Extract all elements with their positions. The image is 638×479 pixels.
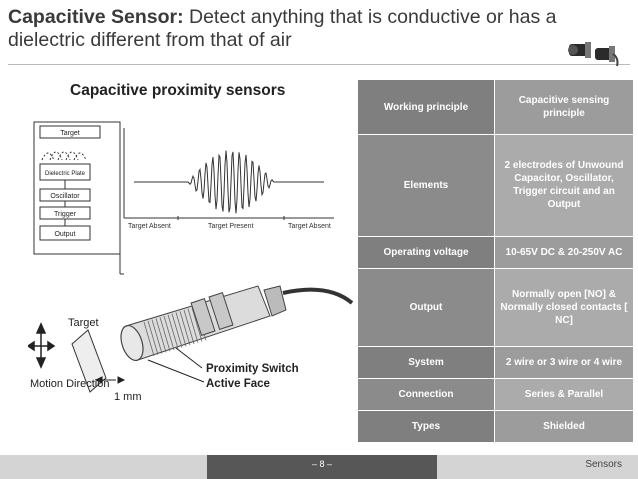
spec-value: Normally open [NO] & Normally closed con… — [494, 267, 634, 347]
gap-marker — [94, 376, 126, 384]
waveform-label-absent-2: Target Absent — [288, 223, 331, 230]
slide-title: Capacitive Sensor: Detect anything that … — [8, 6, 608, 52]
footer-section-label: Sensors — [585, 459, 622, 470]
page-number: – 8 – — [311, 459, 333, 469]
thread-line — [147, 320, 159, 355]
thread-line — [159, 317, 171, 352]
waveform-plot — [123, 128, 334, 220]
block-diagram — [33, 121, 124, 275]
thread-line — [151, 319, 163, 354]
spec-value: 10-65V DC & 20-250V AC — [494, 235, 634, 269]
spec-value: Series & Parallel — [494, 377, 634, 411]
spec-value: 2 wire or 3 wire or 4 wire — [494, 345, 634, 379]
spec-key: Connection — [357, 377, 495, 411]
target-plate — [71, 329, 107, 393]
spec-value: 2 electrodes of Unwound Capacitor, Oscil… — [494, 134, 634, 237]
title-divider — [8, 64, 630, 65]
block-label-output: Output — [54, 231, 75, 238]
thread-line — [167, 314, 179, 349]
sensor-photo-icon — [568, 42, 619, 67]
spec-key: Elements — [357, 134, 495, 237]
block-label-target: Target — [60, 130, 80, 137]
spec-value: Capacitive sensing principle — [494, 78, 634, 136]
capacitive-sensor-diagram: Target Dielectric Plate Oscillator Trigg… — [28, 121, 353, 403]
spec-key: Operating voltage — [357, 235, 495, 269]
spec-key: Output — [357, 267, 495, 347]
label-motion-direction: Motion Direction — [30, 378, 109, 390]
slide-title-lead: Capacitive Sensor: — [8, 6, 184, 28]
label-proximity-switch: Proximity Switch — [206, 363, 299, 375]
slide-title-rest: Detect anything that is conductive or ha… — [8, 6, 557, 51]
thread-line — [179, 311, 191, 346]
thread-line — [183, 309, 195, 345]
spec-key: System — [357, 345, 495, 379]
motion-arrow-icon — [28, 322, 56, 369]
block-label-trigger: Trigger — [54, 211, 77, 218]
thread-line — [175, 312, 187, 347]
label-active-face: Active Face — [206, 378, 270, 390]
block-label-dielectric: Dielectric Plate — [45, 171, 86, 177]
spec-key: Working principle — [357, 78, 495, 136]
spec-key: Types — [357, 409, 495, 444]
thread-line — [143, 321, 155, 357]
waveform-label-absent-1: Target Absent — [128, 223, 171, 230]
thread-line — [163, 315, 175, 351]
callout-lines — [147, 347, 205, 383]
target-block — [39, 125, 101, 139]
label-target: Target — [68, 317, 99, 329]
label-gap: 1 mm — [114, 391, 142, 403]
spec-value: Shielded — [494, 409, 634, 444]
waveform-label-present: Target Present — [208, 223, 254, 230]
footer-page-band — [207, 455, 437, 479]
sensor-housing — [33, 121, 121, 255]
thread-line — [187, 308, 199, 343]
thread-line — [191, 307, 203, 342]
proximity-switch-illustration — [120, 285, 353, 361]
block-label-oscillator: Oscillator — [50, 193, 80, 200]
thread-line — [155, 318, 167, 353]
thread-line — [171, 313, 183, 348]
figure-heading: Capacitive proximity sensors — [70, 82, 286, 99]
